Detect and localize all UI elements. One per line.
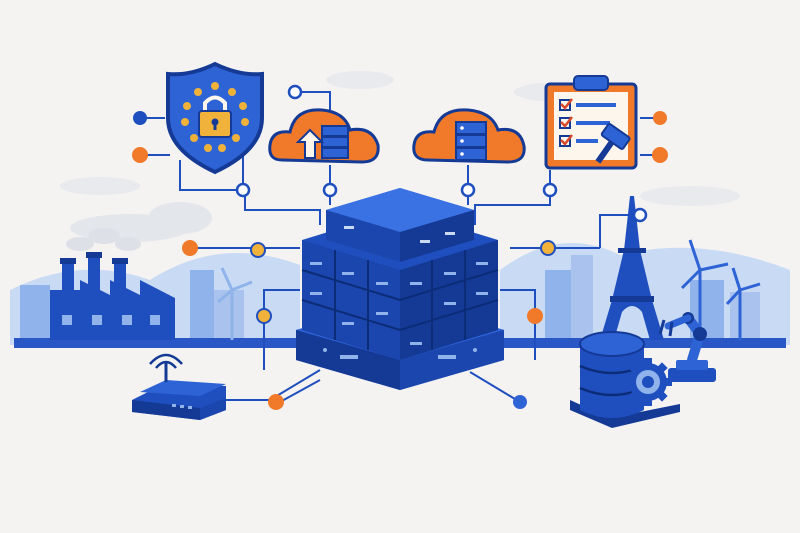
cloud-upload-server-icon — [268, 108, 380, 164]
database-gear-icon — [570, 331, 680, 428]
server-stack-icon — [296, 188, 504, 390]
cloud-server-icon — [412, 108, 526, 164]
network-nodes — [132, 84, 668, 410]
robot-arm-icon — [658, 312, 716, 382]
eiffel-tower-icon — [600, 196, 664, 340]
wind-turbine-icon — [217, 267, 253, 340]
factory-icon — [50, 228, 175, 340]
compliance-checklist-gavel-icon — [544, 75, 638, 170]
eu-shield-lock-icon — [166, 61, 264, 175]
gear-icon — [624, 358, 672, 406]
wifi-router-icon — [132, 353, 226, 420]
